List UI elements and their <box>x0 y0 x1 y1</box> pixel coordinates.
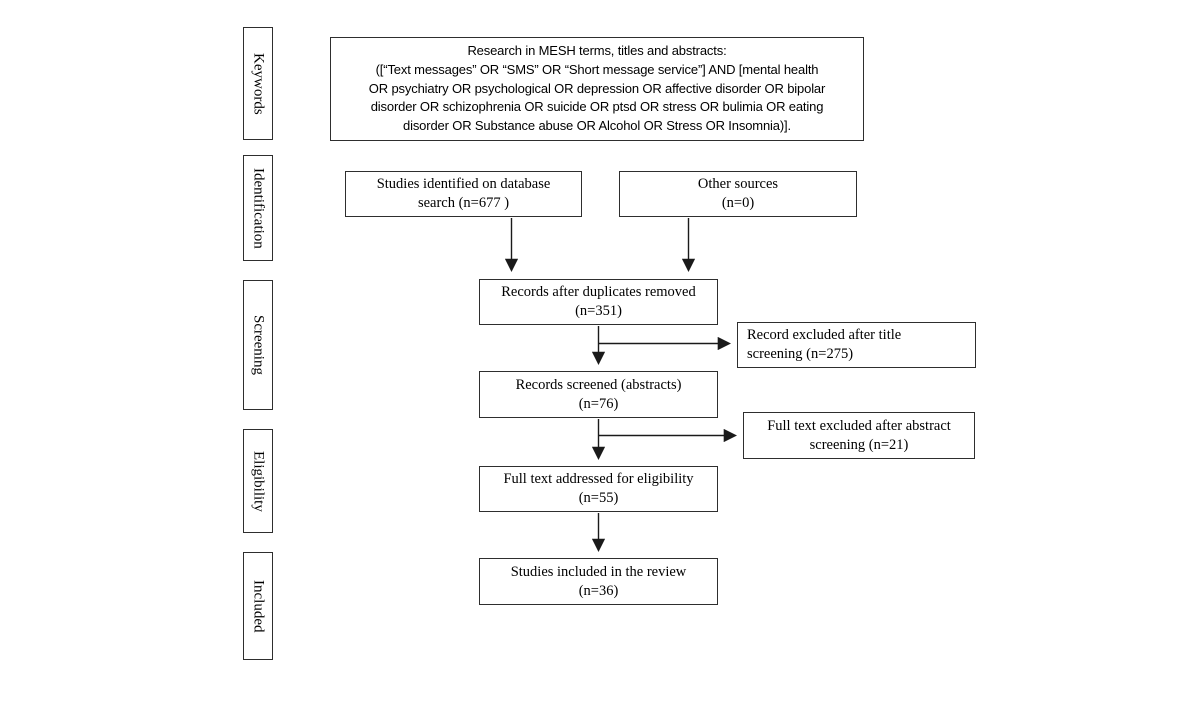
box-records-screened: Records screened (abstracts) (n=76) <box>479 371 718 418</box>
box-full-text-eligibility: Full text addressed for eligibility (n=5… <box>479 466 718 512</box>
stage-label-text: Screening <box>250 315 267 375</box>
box-studies-included: Studies included in the review (n=36) <box>479 558 718 605</box>
stage-label-eligibility: Eligibility <box>243 429 273 533</box>
box-label: Records after duplicates removed (n=351) <box>501 284 696 319</box>
box-search-query: Research in MESH terms, titles and abstr… <box>330 37 864 141</box>
box-studies-identified: Studies identified on database search (n… <box>345 171 582 217</box>
stage-label-screening: Screening <box>243 280 273 410</box>
stage-label-included: Included <box>243 552 273 660</box>
stage-label-text: Identification <box>250 167 267 249</box>
box-label: Full text addressed for eligibility (n=5… <box>503 471 694 506</box>
box-label: Studies identified on database search (n… <box>376 176 551 211</box>
stage-label-text: Included <box>250 579 267 633</box>
stage-label-text: Eligibility <box>250 450 267 512</box>
box-title-excluded: Record excluded after title screening (n… <box>737 322 976 368</box>
box-label: Other sources (n=0) <box>697 176 779 211</box>
box-label: Record excluded after title screening (n… <box>747 327 902 362</box>
box-label: Records screened (abstracts) (n=76) <box>515 376 682 412</box>
search-query-text: Research in MESH terms, titles and abstr… <box>368 43 826 134</box>
box-label: Full text excluded after abstract screen… <box>767 417 951 453</box>
stage-label-keywords: Keywords <box>243 27 273 140</box>
box-duplicates-removed: Records after duplicates removed (n=351) <box>479 279 718 325</box>
stage-label-identification: Identification <box>243 155 273 261</box>
box-other-sources: Other sources (n=0) <box>619 171 857 217</box>
box-label: Studies included in the review (n=36) <box>510 563 687 599</box>
box-abstract-excluded: Full text excluded after abstract screen… <box>743 412 975 459</box>
stage-label-text: Keywords <box>250 52 267 115</box>
